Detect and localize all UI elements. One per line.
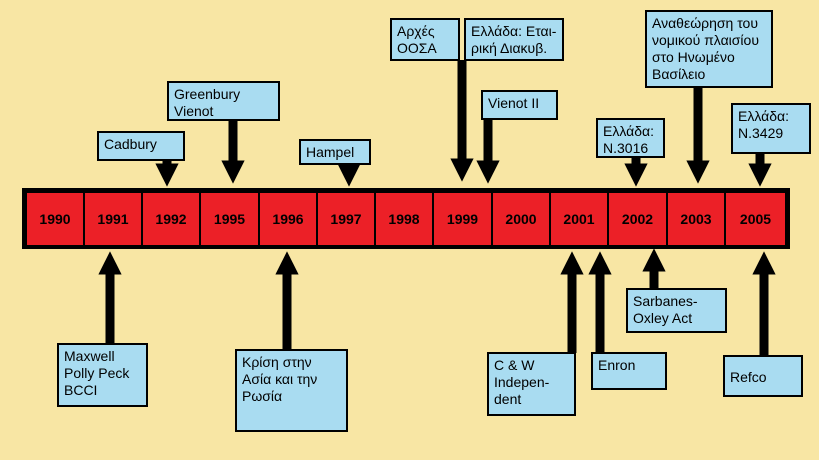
timeline-bar: 1990 1991 1992 1995 1996 1997 1998 1999 … xyxy=(22,188,790,249)
year-2001: 2001 xyxy=(551,193,609,245)
event-maxwell-pollypeck-bcci: Maxwell Polly Peck BCCI xyxy=(57,343,148,407)
year-1991: 1991 xyxy=(85,193,143,245)
year-1996: 1996 xyxy=(260,193,318,245)
event-oecd-principles: Αρχές ΟΟΣΑ xyxy=(390,18,460,61)
year-2003: 2003 xyxy=(668,193,726,245)
year-1990: 1990 xyxy=(27,193,85,245)
event-greenbury-vienot: Greenbury Vienot xyxy=(167,81,280,121)
year-2000: 2000 xyxy=(493,193,551,245)
year-2005: 2005 xyxy=(726,193,785,245)
event-greece-corporate-governance: Ελλάδα: Εται- ρική Διακυβ. xyxy=(464,18,564,61)
year-1992: 1992 xyxy=(143,193,201,245)
year-1998: 1998 xyxy=(376,193,434,245)
year-1995: 1995 xyxy=(201,193,260,245)
event-uk-legal-review: Αναθεώρηση του νομικού πλαισίου στο Ηνωμ… xyxy=(645,10,773,88)
event-cadbury: Cadbury xyxy=(97,131,185,161)
year-2002: 2002 xyxy=(609,193,668,245)
event-hampel: Hampel xyxy=(299,139,371,165)
event-asia-russia-crisis: Κρίση στην Ασία και την Ρωσία xyxy=(235,349,348,432)
event-sarbanes-oxley: Sarbanes- Oxley Act xyxy=(626,288,727,333)
event-greece-n3016: Ελλάδα: Ν.3016 xyxy=(596,118,665,158)
year-1997: 1997 xyxy=(318,193,376,245)
event-refco: Refco xyxy=(723,355,803,397)
event-vienot-ii: Vienot II xyxy=(481,90,558,120)
event-enron: Enron xyxy=(591,352,667,390)
event-greece-n3429: Ελλάδα: Ν.3429 xyxy=(731,103,811,154)
event-cw-independent: C & W Indepen- dent xyxy=(487,352,576,416)
year-1999: 1999 xyxy=(434,193,493,245)
